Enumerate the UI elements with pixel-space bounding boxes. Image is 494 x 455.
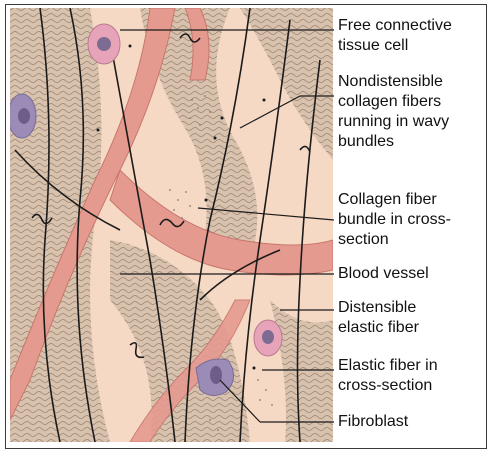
label-line: tissue cell [338,36,452,56]
label-blood-vessel: Blood vessel [338,264,429,284]
label-free-connective-tissue-cell: Free connective tissue cell [338,16,452,56]
label-fibroblast: Fibroblast [338,412,408,432]
label-line: elastic fiber [338,318,419,338]
label-line: Fibroblast [338,412,408,432]
cell-left-edge [8,94,36,138]
fibroblast-cell [196,359,234,396]
label-elastic-cross-section: Elastic fiber in cross-section [338,356,438,396]
label-elastic-fiber: Distensible elastic fiber [338,298,419,338]
label-collagen-wavy-bundles: Nondistensible collagen fibers running i… [338,72,449,152]
label-line: running in wavy [338,112,449,132]
free-connective-tissue-cell [88,24,120,64]
label-line: Distensible [338,298,419,318]
label-line: bundles [338,132,449,152]
label-line: section [338,230,451,250]
label-line: Nondistensible [338,72,449,92]
label-line: bundle in cross- [338,210,451,230]
label-line: Blood vessel [338,264,429,284]
label-line: collagen fibers [338,92,449,112]
pink-cell-lower [254,320,282,356]
label-line: Collagen fiber [338,190,451,210]
label-line: Elastic fiber in [338,356,438,376]
label-line: Free connective [338,16,452,36]
label-collagen-cross-section: Collagen fiber bundle in cross- section [338,190,451,250]
label-line: cross-section [338,376,438,396]
